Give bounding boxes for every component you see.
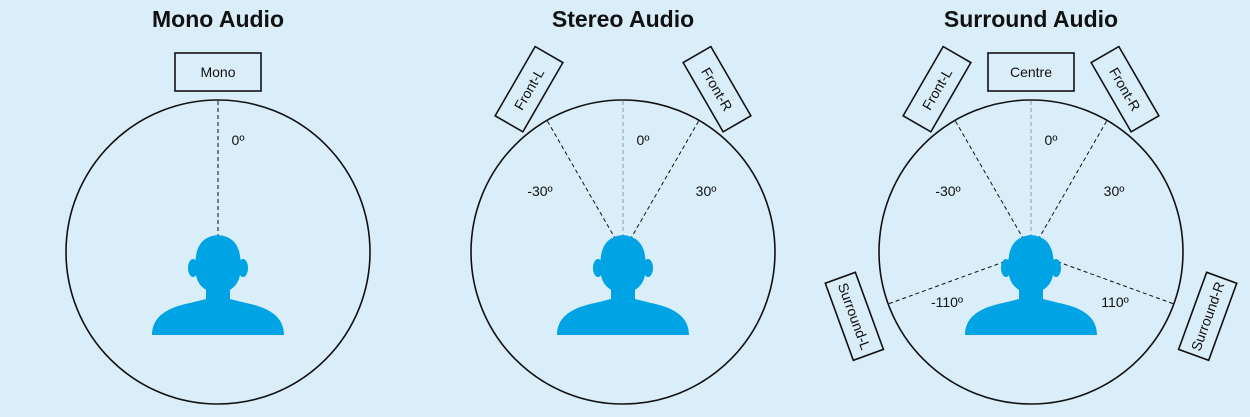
angle-label: -30º bbox=[527, 183, 552, 199]
speaker-label: Surround-R bbox=[1188, 280, 1228, 353]
angle-label: 0º bbox=[1045, 132, 1058, 148]
angle-label: -30º bbox=[935, 183, 960, 199]
panel-0: Mono Audio 0º Mono bbox=[65, 6, 371, 405]
speaker-label: Front-R bbox=[1106, 65, 1144, 114]
listening-circle bbox=[470, 99, 776, 405]
listener-head-icon bbox=[965, 235, 1097, 335]
speaker-label: Surround-L bbox=[835, 281, 874, 352]
angle-label: 0º bbox=[637, 132, 650, 148]
listener-head-icon bbox=[557, 235, 689, 335]
angle-line bbox=[954, 120, 1032, 253]
listening-circle bbox=[878, 99, 1184, 405]
panel-2: Surround Audio 0º Centre -30º Front-L 30º Fron… bbox=[824, 6, 1238, 405]
panel-title: Surround Audio bbox=[944, 6, 1118, 32]
listening-circle bbox=[65, 99, 371, 405]
speaker-box: Front-R bbox=[1090, 45, 1160, 133]
angle-line bbox=[1030, 251, 1175, 305]
panel-1: Stereo Audio -30º Front-L 0º 30º Front-R bbox=[470, 6, 776, 405]
speaker-box: Surround-L bbox=[824, 271, 885, 362]
speaker-box: Surround-R bbox=[1177, 271, 1238, 362]
speaker-box: Centre bbox=[987, 52, 1075, 92]
speaker-box: Front-L bbox=[494, 45, 564, 133]
angle-line bbox=[887, 251, 1032, 305]
panel-title: Mono Audio bbox=[152, 6, 284, 32]
speaker-label: Mono bbox=[200, 64, 235, 80]
listener-head-icon bbox=[152, 235, 284, 335]
speaker-label: Front-L bbox=[511, 65, 548, 112]
angle-label: 0º bbox=[232, 132, 245, 148]
speaker-label: Centre bbox=[1010, 64, 1052, 80]
angle-line bbox=[1030, 120, 1108, 253]
angle-label: -110º bbox=[931, 294, 963, 310]
panel-title: Stereo Audio bbox=[552, 6, 694, 32]
angle-label: 30º bbox=[696, 183, 717, 199]
angle-line bbox=[546, 120, 624, 253]
angle-label: 110º bbox=[1101, 294, 1128, 310]
speaker-label: Front-R bbox=[698, 65, 736, 114]
speaker-label: Front-L bbox=[919, 65, 956, 112]
angle-line bbox=[622, 120, 700, 253]
speaker-box: Front-L bbox=[902, 45, 972, 133]
angle-label: 30º bbox=[1104, 183, 1125, 199]
speaker-box: Front-R bbox=[682, 45, 752, 133]
speaker-box: Mono bbox=[174, 52, 262, 92]
